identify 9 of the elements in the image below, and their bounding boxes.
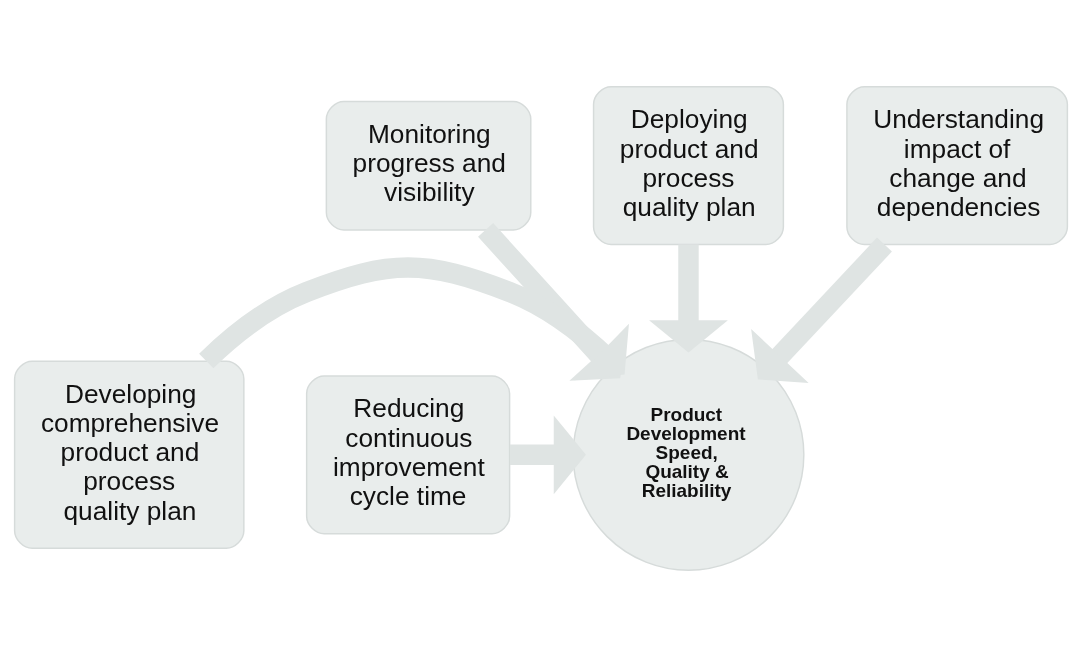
arrow	[509, 415, 586, 495]
node-box: Developing comprehensive product and process quality plan	[13, 360, 245, 549]
node-box: Understanding impact of change and dependencies	[846, 86, 1069, 246]
arrow	[649, 244, 728, 353]
arrow	[751, 237, 892, 383]
node-circle: Product Development Speed, Quality & Reliability	[572, 338, 805, 571]
node-box: Deploying product and process quality plan	[592, 86, 785, 246]
node-box: Reducing continuous improvement cycle time	[305, 375, 511, 535]
node-box: Monitoring progress and visibility	[325, 100, 532, 231]
